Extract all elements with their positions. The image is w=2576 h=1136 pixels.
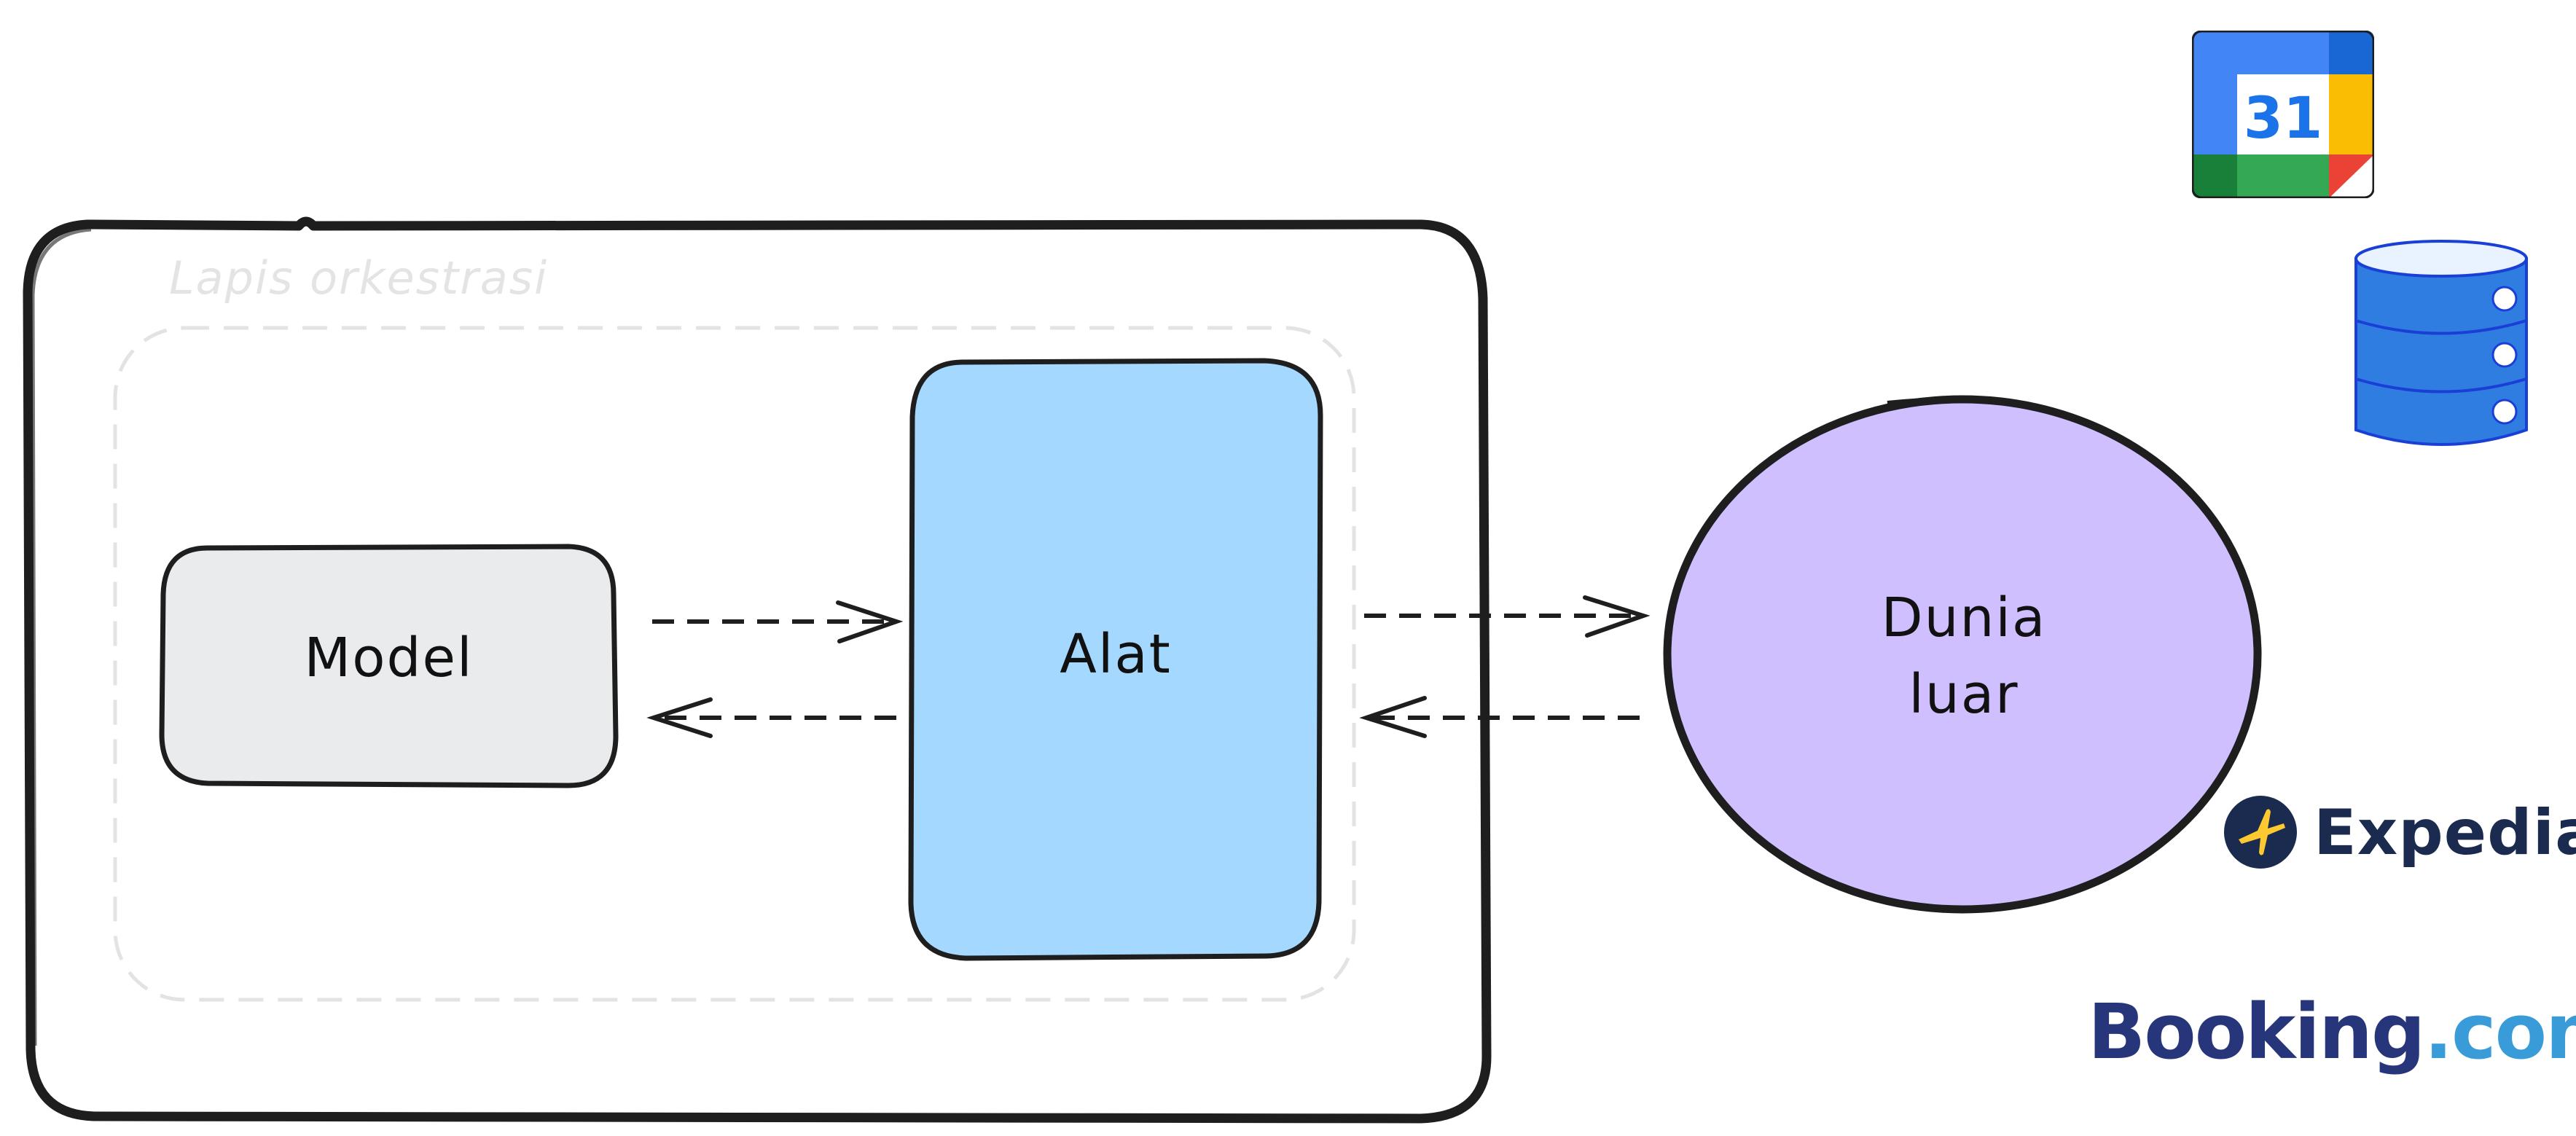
booking-logo: Booking.com — [2088, 987, 2576, 1076]
orchestration-dashed-region — [113, 326, 1356, 1002]
calendar-number: 31 — [2244, 86, 2323, 152]
arrowhead-alat-to-dunia — [1583, 595, 1651, 638]
arrowhead-alat-to-model — [646, 697, 713, 738]
expedia-wordmark: Expedia — [2314, 796, 2576, 869]
expedia-logo-icon — [2224, 796, 2297, 869]
dunia-luar-ellipse — [1663, 395, 2262, 914]
dunia-label-line2: luar — [1908, 663, 2019, 726]
expedia-logo: Expedia — [2223, 791, 2576, 874]
orchestration-layer-label: Lapis orkestrasi — [169, 251, 549, 305]
database-icon — [2354, 240, 2528, 446]
arrowhead-model-to-alat — [836, 600, 904, 643]
outer-frame — [23, 216, 1492, 1124]
arrowhead-dunia-to-alat — [1359, 696, 1427, 738]
alat-box — [908, 358, 1323, 961]
model-box — [159, 544, 619, 788]
dunia-label-line1: Dunia — [1881, 587, 2047, 649]
alat-label: Alat — [1060, 623, 1172, 686]
outer-frame-sketch — [31, 227, 92, 1046]
booking-domain: .com — [2424, 987, 2576, 1076]
booking-wordmark: Booking — [2088, 987, 2425, 1076]
dunia-luar-sketch — [1887, 396, 2041, 410]
model-label: Model — [304, 627, 474, 689]
calendar-icon: 31 — [2192, 31, 2374, 198]
